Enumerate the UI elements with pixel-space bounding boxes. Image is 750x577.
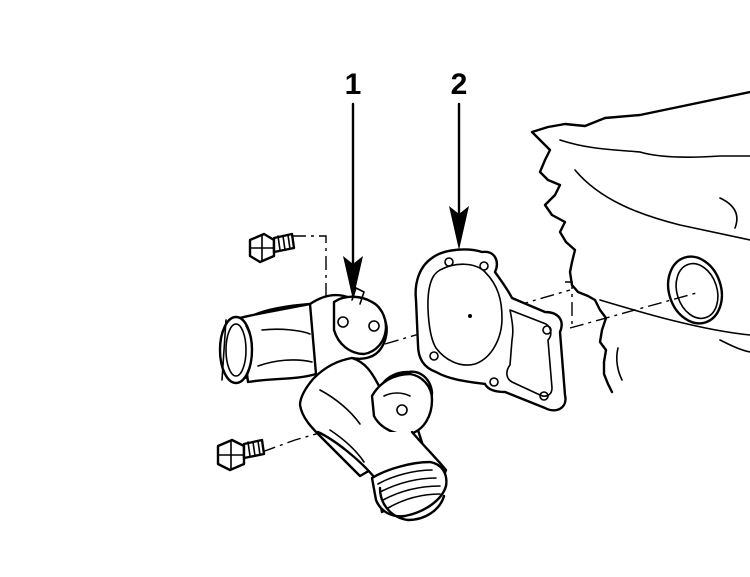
- callout-2-arrow: [449, 102, 469, 250]
- gasket: [414, 248, 567, 412]
- thermostat-housing: [218, 287, 448, 522]
- engine-block: [530, 90, 750, 394]
- callout-1-arrow: [343, 102, 363, 300]
- bolt-lower: [216, 438, 266, 472]
- bolt-upper: [248, 232, 296, 264]
- callout-2-label: 2: [451, 68, 468, 101]
- callout-1-label: 1: [345, 68, 362, 101]
